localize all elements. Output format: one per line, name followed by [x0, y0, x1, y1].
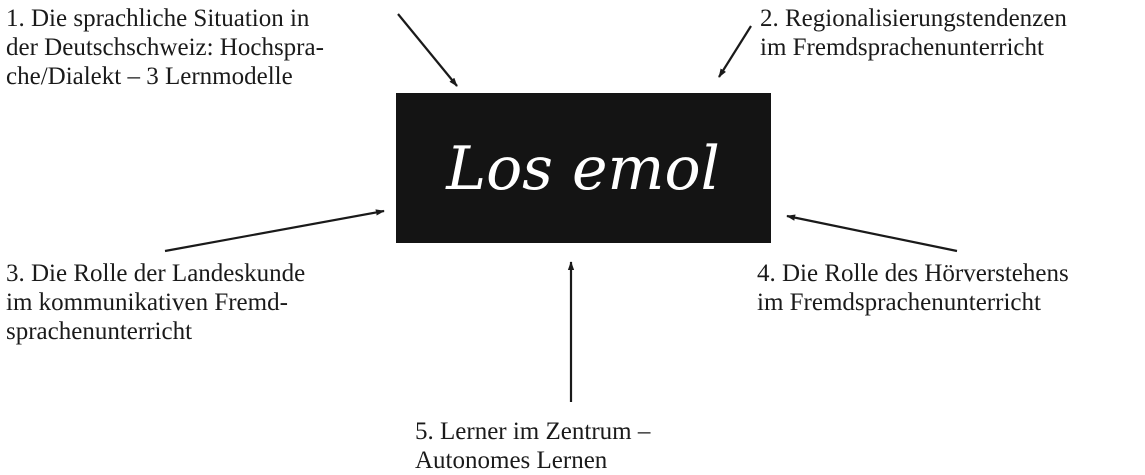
- topic-4-line-1: 4. Die Rolle des Hörverstehens: [757, 260, 1069, 287]
- topic-3-line-1: 3. Die Rolle der Landeskunde: [6, 260, 306, 287]
- topic-5-line-2: Autonomes Lernen: [415, 447, 608, 474]
- topic-3-line-2: im kommunikativen Fremd-: [6, 289, 288, 316]
- arrow-topic-2: [718, 25, 752, 78]
- topic-3-line-3: sprachenunterricht: [6, 318, 193, 345]
- topic-2-line-2: im Fremdsprachenunterricht: [760, 34, 1044, 61]
- center-blackboard: Los emol: [396, 93, 771, 243]
- topic-5-label: 5. Lerner im Zentrum – Autonomes Lernen: [415, 417, 650, 475]
- topic-1-line-3: che/Dialekt – 3 Lernmodelle: [6, 63, 293, 90]
- topic-4-line-2: im Fremdsprachenunterricht: [757, 289, 1041, 316]
- topic-1-line-2: der Deutschschweiz: Hochspra-: [6, 34, 324, 61]
- topic-1-label: 1. Die sprachliche Situation in der Deut…: [6, 4, 324, 91]
- topic-1-line-1: 1. Die sprachliche Situation in: [6, 5, 310, 32]
- arrow-topic-1: [397, 13, 458, 87]
- arrow-topic-4: [786, 214, 958, 253]
- topic-3-label: 3. Die Rolle der Landeskunde im kommunik…: [6, 259, 305, 346]
- topic-4-label: 4. Die Rolle des Hörverstehens im Fremds…: [757, 259, 1069, 317]
- arrow-topic-3: [164, 209, 385, 253]
- topic-2-label: 2. Regionalisierungstendenzen im Fremdsp…: [760, 4, 1067, 62]
- topic-5-line-1: 5. Lerner im Zentrum –: [415, 418, 651, 445]
- center-title: Los emol: [445, 134, 720, 204]
- topic-2-line-1: 2. Regionalisierungstendenzen: [760, 5, 1067, 32]
